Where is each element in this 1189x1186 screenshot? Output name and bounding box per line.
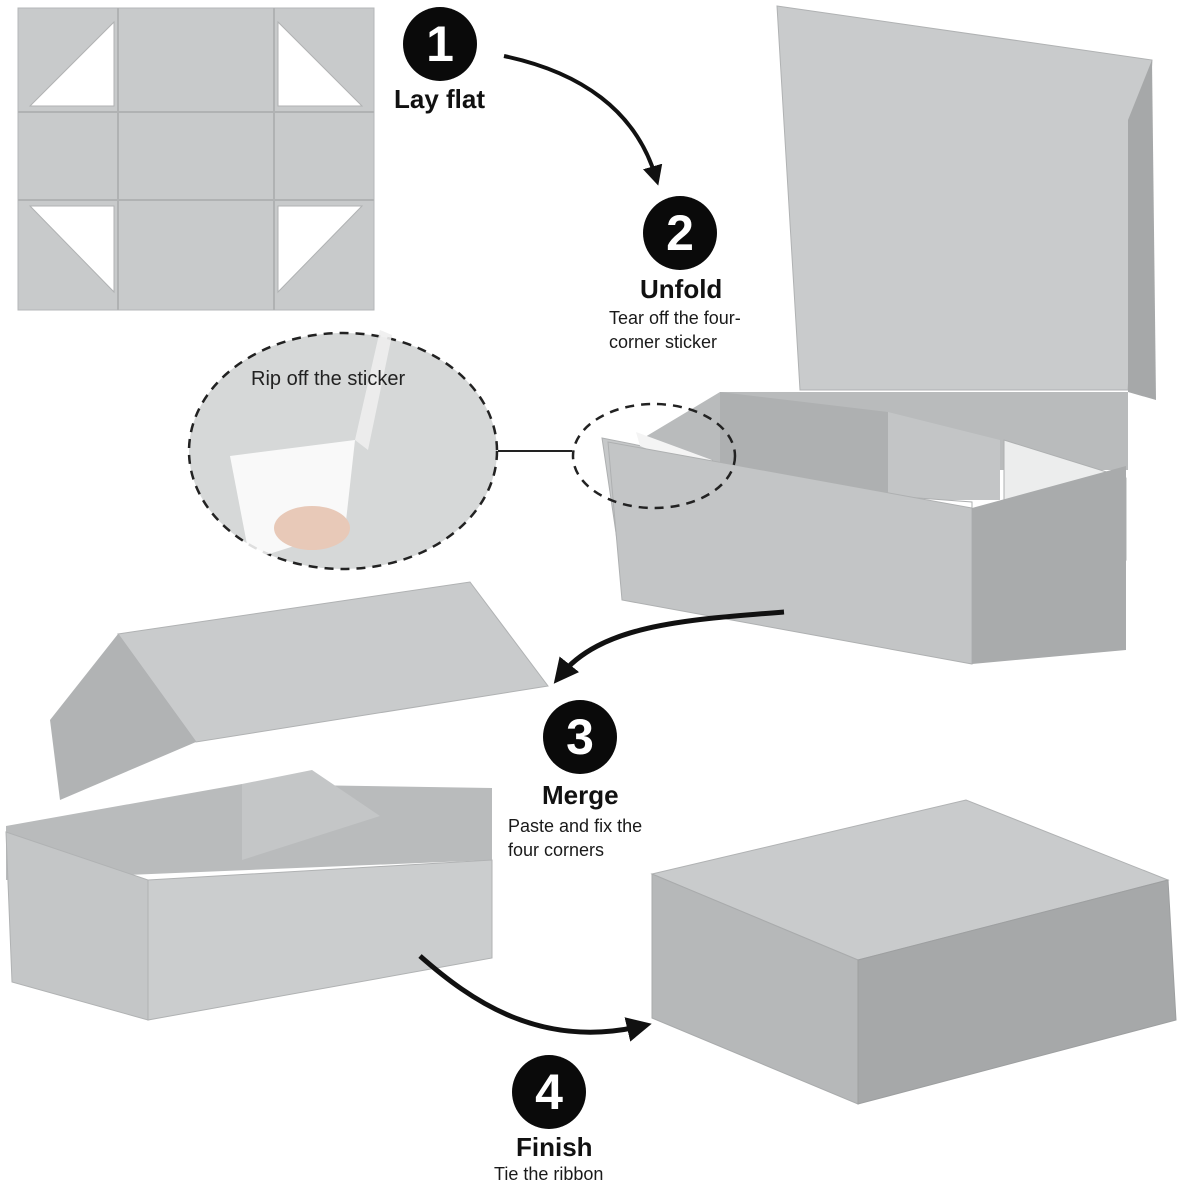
step-4-description: Tie the ribbon	[494, 1162, 603, 1186]
step-2-title: Unfold	[640, 274, 722, 305]
step-1-title: Lay flat	[394, 84, 485, 115]
step-2-description: Tear off the four- corner sticker	[609, 306, 741, 354]
step-2-desc-line: corner sticker	[609, 330, 741, 354]
arrow-1-to-2	[504, 56, 656, 178]
step-3-desc-line: Paste and fix the	[508, 814, 642, 838]
step-3-desc-line: four corners	[508, 838, 642, 862]
finished-box	[652, 800, 1176, 1104]
step-4-desc-line: Tie the ribbon	[494, 1162, 603, 1186]
step-4-title: Finish	[516, 1132, 593, 1163]
step-3-title: Merge	[542, 780, 619, 811]
step-2-badge: 2	[643, 196, 717, 270]
step-3-badge: 3	[543, 700, 617, 774]
merged-box	[6, 582, 548, 1020]
flat-box-net	[18, 8, 374, 310]
step-1-badge: 1	[403, 7, 477, 81]
step-3-description: Paste and fix the four corners	[508, 814, 642, 862]
arrow-3-to-4	[420, 956, 642, 1032]
step-2-desc-line: Tear off the four-	[609, 306, 741, 330]
step-4-badge: 4	[512, 1055, 586, 1129]
sticker-callout-label: Rip off the sticker	[251, 368, 405, 391]
